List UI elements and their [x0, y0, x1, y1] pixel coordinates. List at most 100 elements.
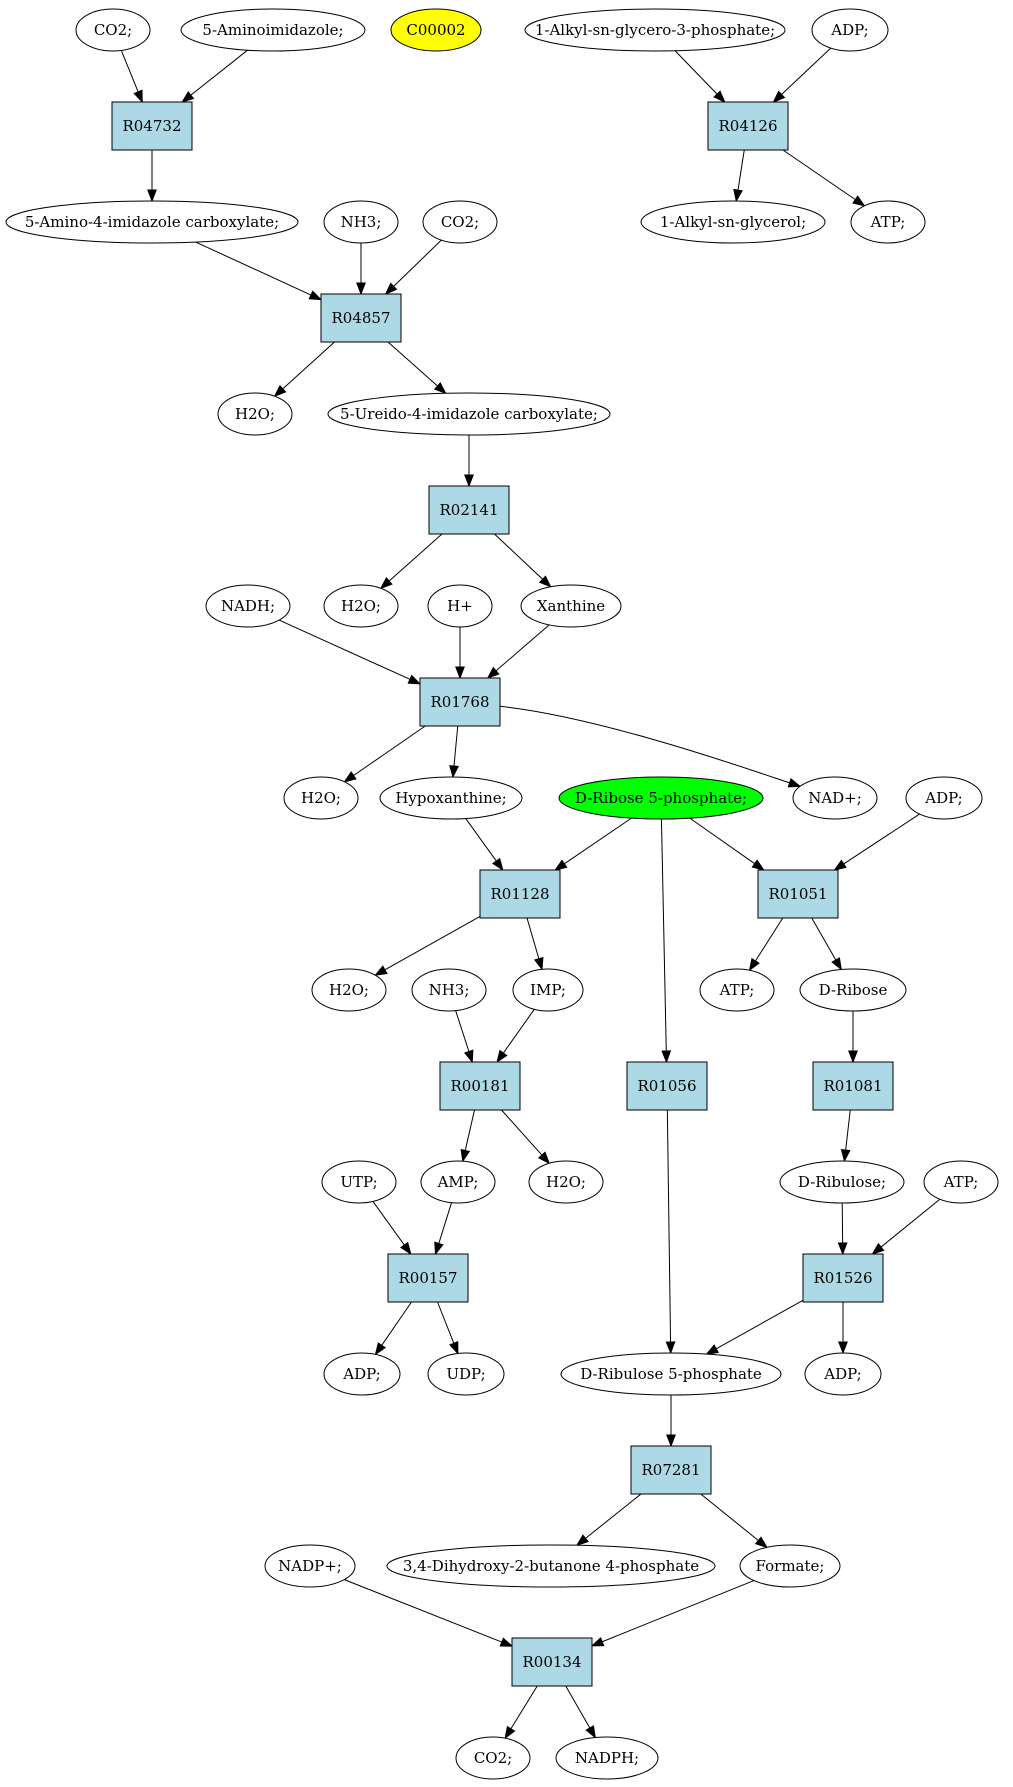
edge-dribose-to-R01081-arrowhead — [848, 1050, 858, 1064]
node-label: 5-Aminoimidazole; — [202, 21, 343, 39]
reaction-node-R01768[interactable]: R01768 — [419, 677, 501, 727]
edge-nadh-to-R01768-line — [278, 619, 411, 680]
edge-R01768-to-nadplus — [499, 705, 802, 788]
edge-R01768-to-h2o_c-line — [353, 725, 426, 776]
compound-node-alkyl_glycerol[interactable]: 1-Alkyl-sn-glycerol; — [640, 200, 826, 244]
compound-node-nadpplus[interactable]: NADP+; — [264, 1544, 356, 1588]
edge-R07281-to-dihydroxy-arrowhead — [575, 1534, 589, 1547]
compound-node-h2o_a[interactable]: H2O; — [217, 392, 293, 436]
compound-node-udp[interactable]: UDP; — [427, 1352, 505, 1396]
edge-atp_c-to-R01526-arrowhead — [871, 1242, 885, 1255]
compound-node-h2o_d[interactable]: H2O; — [311, 968, 387, 1012]
compound-node-nh3_a[interactable]: NH3; — [323, 200, 399, 244]
compound-node-hypoxanthine[interactable]: Hypoxanthine; — [379, 776, 523, 820]
edge-R00134-to-nadph-line — [565, 1685, 591, 1729]
edge-R01128-to-imp-arrowhead — [534, 956, 544, 971]
compound-node-nadplus[interactable]: NAD+; — [792, 776, 878, 820]
reaction-node-R01526[interactable]: R01526 — [802, 1253, 884, 1303]
edge-amp-to-R00157 — [434, 1202, 453, 1256]
node-label: H2O; — [329, 981, 369, 999]
reaction-node-R04732[interactable]: R04732 — [111, 101, 193, 151]
edge-ribose5p-to-R01051-arrowhead — [751, 859, 765, 871]
compound-node-dribose[interactable]: D-Ribose — [799, 968, 907, 1012]
node-label: H2O; — [341, 597, 381, 615]
compound-node-dihydroxy[interactable]: 3,4-Dihydroxy-2-butanone 4-phosphate — [386, 1544, 716, 1588]
edge-R01526-to-adp_d — [838, 1302, 848, 1355]
edge-nadpplus-to-R00134 — [344, 1579, 514, 1647]
compound-node-aminoimidazole[interactable]: 5-Aminoimidazole; — [180, 8, 366, 52]
node-label: R01768 — [430, 693, 489, 711]
compound-node-co2_c[interactable]: CO2; — [455, 1736, 531, 1780]
compound-node-nadh[interactable]: NADH; — [205, 584, 291, 628]
edge-hypoxanthine-to-R01128-arrowhead — [492, 857, 504, 872]
compound-node-utp[interactable]: UTP; — [321, 1160, 397, 1204]
edge-R04857-to-h2o_a-line — [282, 341, 335, 390]
compound-node-co2_a[interactable]: CO2; — [75, 8, 151, 52]
compound-node-atp_a[interactable]: ATP; — [850, 200, 926, 244]
compound-node-imp[interactable]: IMP; — [512, 968, 584, 1012]
reaction-node-R01081[interactable]: R01081 — [812, 1061, 894, 1111]
compound-node-atp_b[interactable]: ATP; — [699, 968, 775, 1012]
compound-ellipse — [327, 392, 611, 436]
compound-ellipse — [560, 1352, 782, 1396]
edge-R04857-to-ureido-line — [387, 341, 438, 387]
edge-R02141-to-xanthine-line — [494, 533, 543, 580]
edge-R01768-to-h2o_c-arrowhead — [343, 771, 357, 783]
edge-ribulose5p-to-R07281-arrowhead — [666, 1434, 676, 1448]
reaction-node-R07281[interactable]: R07281 — [630, 1445, 712, 1495]
edge-R04126-to-atp_a-line — [782, 149, 856, 201]
edge-R01056-to-ribulose5p-line — [666, 1109, 672, 1343]
compound-node-xanthine[interactable]: Xanthine — [520, 584, 622, 628]
edge-xanthine-to-R01768-arrowhead — [486, 666, 500, 679]
node-label: H2O; — [235, 405, 275, 423]
compound-node-adp_c[interactable]: ADP; — [323, 1352, 401, 1396]
compound-node-ribulose5p[interactable]: D-Ribulose 5-phosphate — [560, 1352, 782, 1396]
compound-node-adp_a[interactable]: ADP; — [811, 8, 889, 52]
edge-R01526-to-adp_d-arrowhead — [838, 1341, 848, 1355]
compound-node-dribulose[interactable]: D-Ribulose; — [779, 1160, 905, 1204]
edge-nh3_b-to-R00181-arrowhead — [464, 1049, 474, 1064]
reaction-node-R01128[interactable]: R01128 — [479, 869, 561, 919]
compound-node-adp_d[interactable]: ADP; — [804, 1352, 882, 1396]
compound-node-ureido[interactable]: 5-Ureido-4-imidazole carboxylate; — [327, 392, 611, 436]
compound-node-atp_c[interactable]: ATP; — [923, 1160, 999, 1204]
reaction-node-R01051[interactable]: R01051 — [757, 869, 839, 919]
edge-co2_b-to-R04857-arrowhead — [384, 282, 398, 295]
compound-node-alkyl_g3p[interactable]: 1-Alkyl-sn-glycero-3-phosphate; — [524, 8, 786, 52]
reaction-node-R02141[interactable]: R02141 — [428, 485, 510, 535]
compound-ellipse — [323, 200, 399, 244]
edge-R04857-to-ureido-arrowhead — [433, 381, 447, 395]
compound-node-h2o_c[interactable]: H2O; — [283, 776, 359, 820]
node-label: CO2; — [441, 213, 479, 231]
compound-ellipse — [804, 1352, 882, 1396]
edge-ribose5p-to-R01051-line — [689, 817, 756, 865]
compound-node-amp[interactable]: AMP; — [420, 1160, 496, 1204]
reaction-node-R00181[interactable]: R00181 — [439, 1061, 521, 1111]
compound-node-hplus[interactable]: H+ — [427, 584, 493, 628]
compound-node-nh3_b[interactable]: NH3; — [411, 968, 487, 1012]
compound-ellipse — [323, 1352, 401, 1396]
compound-node-h2o_b[interactable]: H2O; — [323, 584, 399, 628]
reaction-node-R04126[interactable]: R04126 — [707, 101, 789, 151]
edge-R00181-to-amp-line — [464, 1109, 475, 1151]
compound-ellipse — [520, 584, 622, 628]
reaction-node-R04857[interactable]: R04857 — [320, 293, 402, 343]
edge-nh3_a-to-R04857 — [356, 243, 366, 296]
edge-nadpplus-to-R00134-line — [344, 1579, 502, 1643]
edge-utp-to-R00157-arrowhead — [400, 1241, 412, 1256]
compound-ellipse — [528, 1160, 604, 1204]
reaction-node-R00134[interactable]: R00134 — [511, 1637, 593, 1687]
edge-R04857-to-h2o_a — [273, 341, 335, 398]
compound-node-formate[interactable]: Formate; — [739, 1544, 841, 1588]
compound-node-co2_b[interactable]: CO2; — [422, 200, 498, 244]
edge-R00134-to-co2_c — [504, 1685, 538, 1740]
compound-node-ribose5p[interactable]: D-Ribose 5-phosphate; — [558, 776, 764, 820]
compound-node-amino_imid_carb[interactable]: 5-Amino-4-imidazole carboxylate; — [5, 200, 299, 244]
edge-R00181-to-h2o_e-line — [501, 1109, 543, 1156]
compound-node-c00002[interactable]: C00002 — [390, 8, 482, 52]
compound-node-h2o_e[interactable]: H2O; — [528, 1160, 604, 1204]
reaction-node-R00157[interactable]: R00157 — [387, 1253, 469, 1303]
compound-node-nadph[interactable]: NADPH; — [555, 1736, 659, 1780]
compound-node-adp_b[interactable]: ADP; — [905, 776, 983, 820]
reaction-node-R01056[interactable]: R01056 — [626, 1061, 708, 1111]
